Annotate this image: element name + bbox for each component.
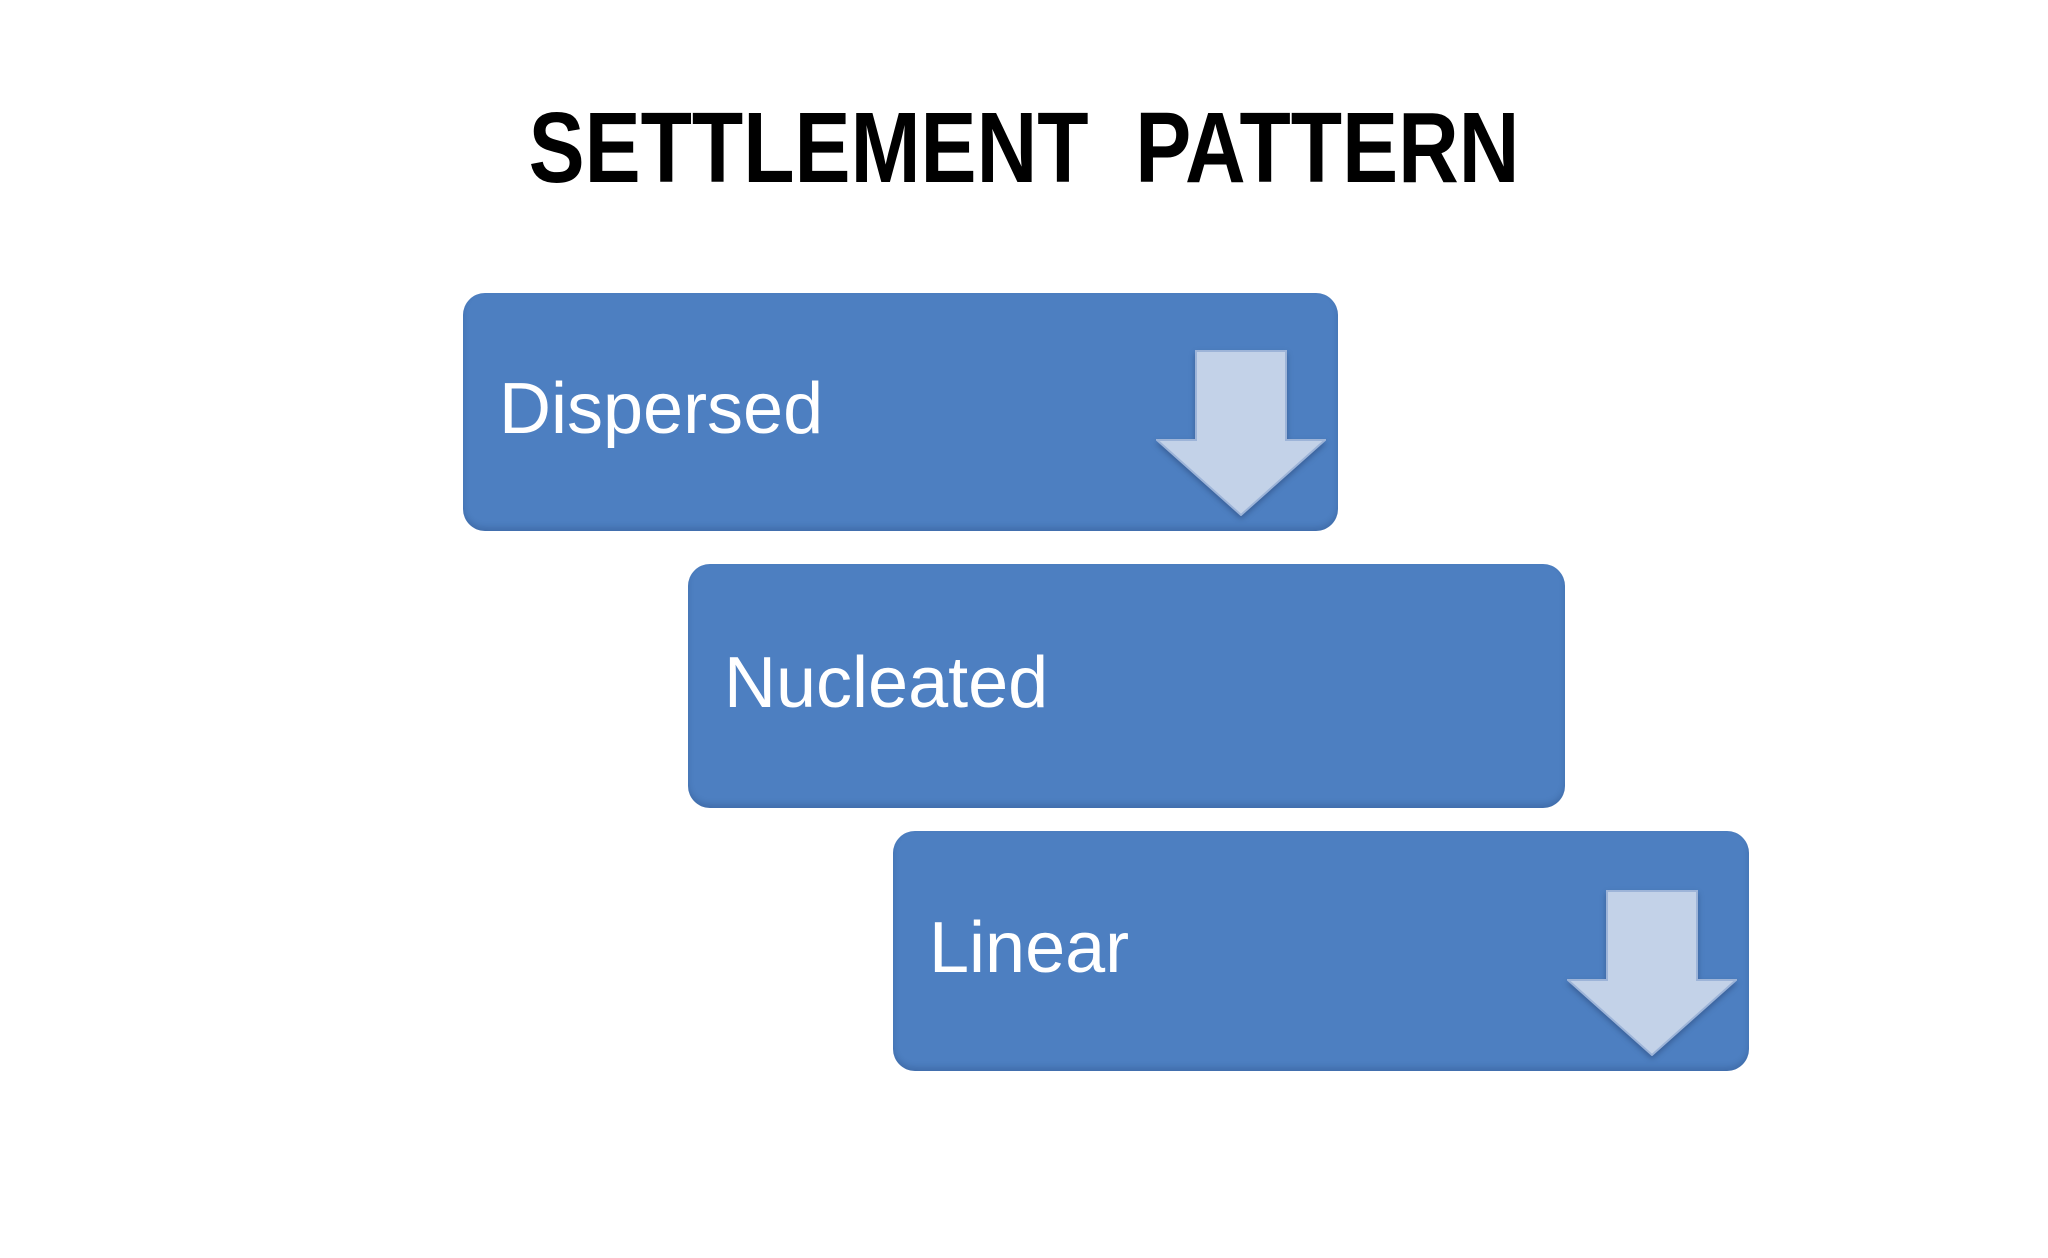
- step-box-nucleated: Nucleated: [688, 564, 1565, 808]
- down-arrow-icon: [1156, 350, 1326, 516]
- page-title: SETTLEMENT PATTERN: [528, 92, 1520, 204]
- step-box-dispersed: Dispersed: [463, 293, 1338, 531]
- step-label-dispersed: Dispersed: [499, 369, 824, 449]
- step-box-linear: Linear: [893, 831, 1749, 1071]
- step-label-nucleated: Nucleated: [724, 643, 1049, 723]
- down-arrow-icon: [1567, 890, 1737, 1056]
- step-label-linear: Linear: [929, 908, 1130, 988]
